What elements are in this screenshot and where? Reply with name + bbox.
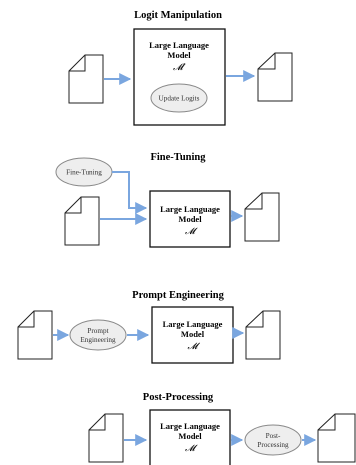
output-document-icon (244, 192, 280, 242)
llm-box (149, 190, 231, 248)
llm-label-line2: Model (181, 329, 205, 339)
input-document-icon (88, 413, 124, 463)
model-symbol: 𝓜 (187, 342, 200, 352)
method-label: Update Logits (159, 95, 200, 103)
method-ellipse (244, 424, 302, 456)
llm-label-line2: Model (178, 214, 202, 224)
model-symbol: 𝓜 (185, 227, 198, 237)
panel-title: Logit Manipulation (134, 10, 222, 21)
llm-label-line1: Large Language (149, 40, 209, 50)
panel-post-processing: Post-Processing Large Language Model 𝓜 P… (88, 392, 356, 465)
panel-prompt-engineering: Prompt Engineering Prompt Engineering La… (17, 290, 281, 364)
method-label-line2: Processing (257, 441, 289, 449)
tuning-arrow (112, 171, 148, 214)
llm-label-line1: Large Language (160, 421, 220, 431)
llm-label-line2: Model (178, 431, 202, 441)
method-ellipse (150, 83, 208, 113)
input-document-icon (64, 196, 100, 246)
model-symbol: 𝓜′ (173, 63, 186, 73)
llm-label-line1: Large Language (160, 204, 220, 214)
panel-fine-tuning: Fine-Tuning Fine-Tuning Large Language M… (55, 152, 280, 248)
panel-title: Post-Processing (143, 392, 214, 403)
method-label-line2: Engineering (80, 336, 116, 344)
method-ellipse (69, 319, 127, 351)
method-label-line1: Post- (266, 432, 281, 440)
output-document-icon (317, 413, 356, 463)
input-document-icon (68, 54, 104, 104)
llm-box (133, 28, 226, 126)
output-document-icon (257, 52, 293, 102)
method-label-line1: Prompt (87, 327, 108, 335)
model-symbol: 𝓜 (185, 444, 198, 454)
llm-label-line1: Large Language (163, 319, 223, 329)
panel-logit-manipulation: Logit Manipulation Large Language Model … (68, 10, 293, 126)
llm-box (149, 409, 231, 465)
panel-title: Prompt Engineering (132, 290, 224, 301)
input-document-icon (17, 310, 53, 360)
output-document-icon (245, 310, 281, 360)
llm-label-line2: Model (167, 50, 191, 60)
panel-title: Fine-Tuning (150, 152, 206, 163)
method-label: Fine-Tuning (66, 169, 102, 177)
